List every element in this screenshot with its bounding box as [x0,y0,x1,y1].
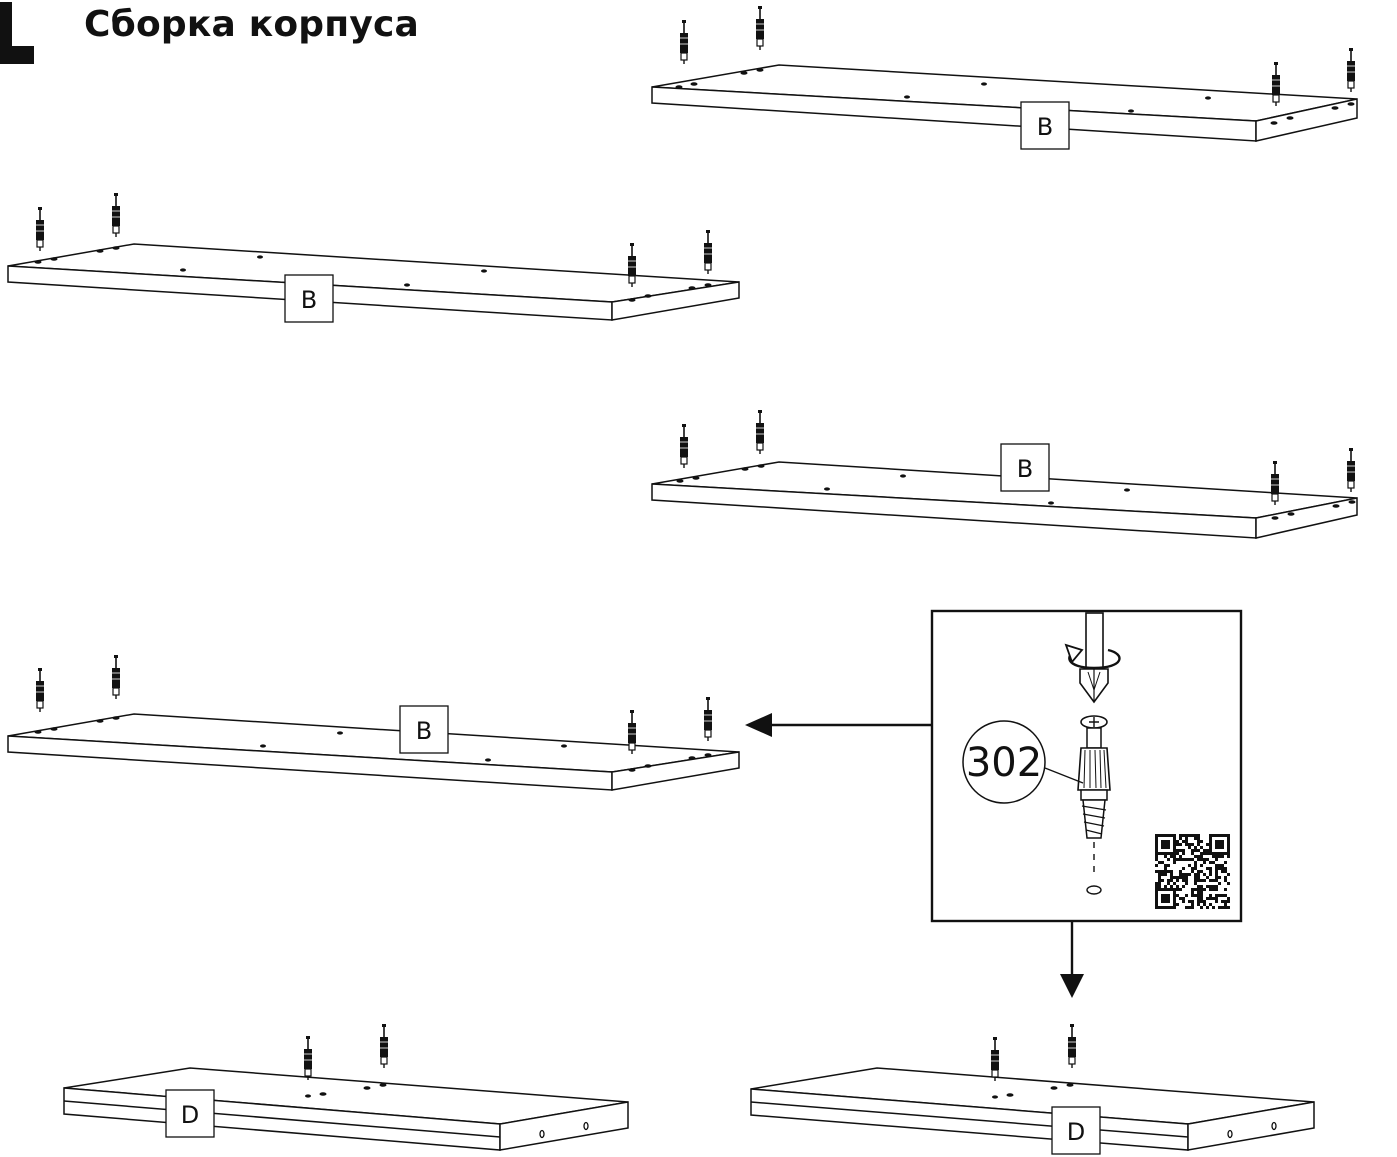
panel-label-box [165,1089,215,1138]
panel-label-box [1020,101,1070,150]
panel-b-1: B [651,5,1358,150]
panel-label-box [284,274,334,323]
step-letter-l-icon [0,2,34,64]
panel-label: D [181,1101,199,1129]
part-number-badge [962,720,1046,804]
panel-label-box [399,705,449,754]
panel-label-box [1000,443,1050,492]
panel-label: B [301,286,317,314]
phillips-screwdriver-icon [1079,612,1109,704]
part-number: 302 [966,740,1042,786]
panel-d-1: D [63,1023,629,1151]
rotate-clockwise-icon [1064,643,1121,670]
panel-label: B [416,717,432,745]
panel-d-2: D [750,1023,1315,1155]
page-title: Сборка корпуса [84,4,420,45]
panel-b-4: B [7,654,740,791]
panel-b-2: B [7,192,740,323]
panel-label: B [1037,113,1053,141]
arrow-down-icon [1060,921,1084,998]
qr-code-icon [1155,834,1230,909]
detail-inset: 302 [930,609,1243,923]
arrow-left-icon [745,713,932,737]
panel-b-3: B [651,409,1358,539]
panel-label: D [1067,1118,1085,1146]
panel-label: B [1017,455,1033,483]
panel-label-box [1051,1106,1101,1155]
dowel-302-icon [1077,715,1111,895]
